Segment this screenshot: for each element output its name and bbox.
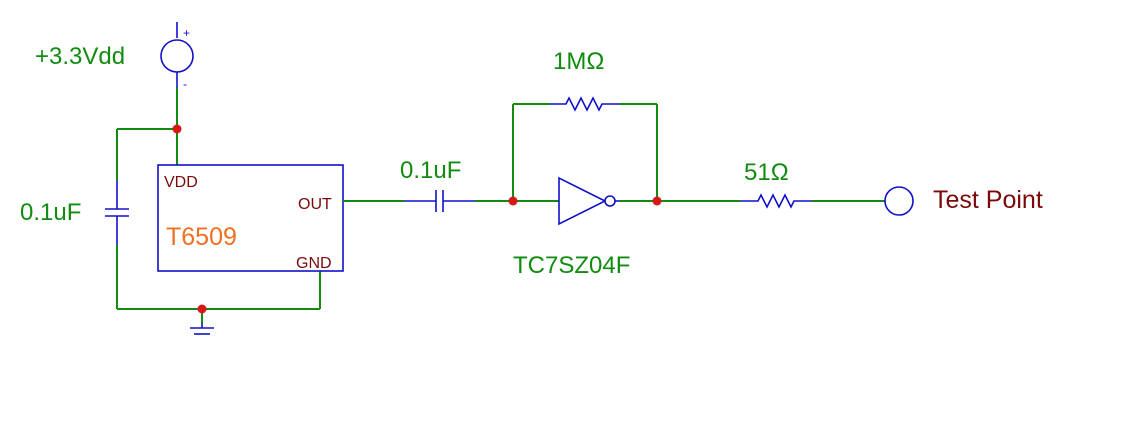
inverter-gate — [558, 176, 620, 226]
coupling-cap-label: 0.1uF — [400, 157, 461, 184]
inverter-name-label: TC7SZ04F — [513, 252, 630, 279]
test-point-label: Test Point — [933, 186, 1043, 214]
decoupling-cap-label: 0.1uF — [20, 199, 81, 226]
feedback-resistor — [550, 96, 620, 112]
supply-minus-sign: - — [183, 77, 187, 91]
series-resistor-label: 51Ω — [744, 159, 789, 186]
junction-dot — [508, 196, 518, 206]
supply-plus-sign: + — [183, 26, 190, 40]
voltage-source — [160, 22, 194, 88]
test-point-terminal — [884, 186, 914, 216]
sensor-ic-body — [157, 164, 344, 272]
pin-vdd-label: VDD — [164, 174, 198, 191]
feedback-resistor-label: 1MΩ — [553, 48, 604, 75]
supply-voltage-label: +3.3Vdd — [35, 43, 125, 70]
pin-out-label: OUT — [298, 196, 332, 213]
sensor-ic-name: T6509 — [166, 223, 237, 251]
junction-dot — [197, 304, 207, 314]
junction-dot — [172, 124, 182, 134]
junction-dot — [652, 196, 662, 206]
coupling-capacitor — [404, 190, 475, 212]
series-resistor — [740, 193, 812, 209]
decoupling-capacitor — [105, 180, 129, 245]
pin-gnd-label: GND — [296, 255, 332, 272]
ground-symbol — [190, 323, 214, 335]
